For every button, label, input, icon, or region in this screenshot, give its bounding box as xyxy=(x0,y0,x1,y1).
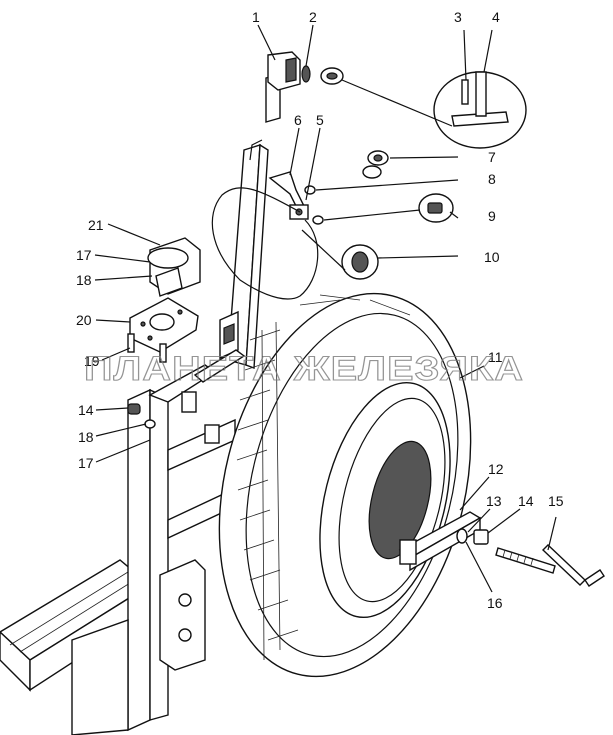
bolt-10 xyxy=(341,244,379,280)
washer-8 xyxy=(304,185,316,195)
nut-7 xyxy=(367,150,389,166)
leader-lines xyxy=(94,24,557,593)
cable-loop xyxy=(211,187,319,300)
bolts-19 xyxy=(127,333,167,363)
pin-1 xyxy=(265,51,301,123)
callout-21: 21 xyxy=(88,217,104,233)
clamp-screw-15 xyxy=(495,544,605,587)
callout-9: 9 xyxy=(488,208,496,224)
spare-wheel xyxy=(218,292,472,678)
callout-14-right: 14 xyxy=(518,493,534,509)
washer-13 xyxy=(456,528,468,544)
motor-21 xyxy=(147,237,201,297)
callout-2: 2 xyxy=(309,9,317,25)
callout-20: 20 xyxy=(76,312,92,328)
spring-2 xyxy=(301,65,311,83)
callout-7: 7 xyxy=(488,149,496,165)
callout-6: 6 xyxy=(294,112,302,128)
nut-14 xyxy=(473,529,489,545)
cap-14-left xyxy=(127,403,141,415)
upright-bracket xyxy=(193,139,269,383)
callout-13: 13 xyxy=(486,493,502,509)
callout-10: 10 xyxy=(484,249,500,265)
callout-17-top: 17 xyxy=(76,247,92,263)
pivot-9 xyxy=(312,215,324,225)
callout-5: 5 xyxy=(316,112,324,128)
washer-8-inset xyxy=(362,165,382,179)
callout-16: 16 xyxy=(487,595,503,611)
detail-circle-3-4 xyxy=(433,71,527,149)
washer-18-left xyxy=(144,419,156,429)
callout-8: 8 xyxy=(488,171,496,187)
callout-3: 3 xyxy=(454,9,462,25)
callout-18-bottom: 18 xyxy=(78,429,94,445)
callout-14-left: 14 xyxy=(78,402,94,418)
callout-4: 4 xyxy=(492,9,500,25)
callout-12: 12 xyxy=(488,461,504,477)
callout-19: 19 xyxy=(84,353,100,369)
callout-labels: 1 2 3 4 5 6 7 8 9 10 11 12 13 14 15 16 2… xyxy=(76,9,564,611)
pin-inset xyxy=(320,67,344,85)
callout-18-top: 18 xyxy=(76,272,92,288)
callout-11: 11 xyxy=(488,349,503,365)
bushing-9-inset xyxy=(418,193,454,223)
callout-15: 15 xyxy=(548,493,564,509)
callout-1: 1 xyxy=(252,9,260,25)
callout-17-bottom: 17 xyxy=(78,455,94,471)
watermark-text: ПЛАНЕТА ЖЕЛЕЗЯКА xyxy=(84,350,524,388)
mount-plate-20 xyxy=(129,297,199,353)
